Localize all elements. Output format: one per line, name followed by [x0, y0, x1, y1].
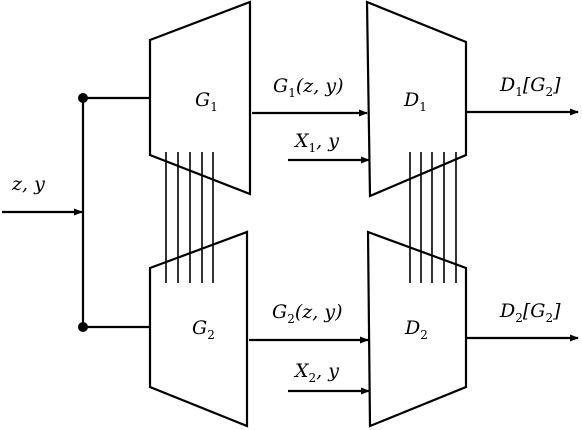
generator-2-label: G2 — [192, 317, 215, 342]
input-label: z, y — [11, 173, 45, 195]
discriminator-1-block — [365, 0, 468, 198]
generator-2-block — [148, 230, 249, 428]
d1-real-input-label: X1, y — [293, 130, 339, 155]
discriminator-1-label: D1 — [403, 89, 427, 114]
discriminator-2-block — [366, 230, 468, 428]
generator-1-block — [148, 0, 252, 196]
d1-output-label: D1[G2] — [499, 74, 561, 99]
generator-shared-weights — [165, 152, 214, 283]
d2-real-input-label: X2, y — [293, 360, 339, 385]
discriminator-2-label: D2 — [404, 317, 428, 342]
g1-output-label: G1(z, y) — [273, 75, 343, 100]
g2-output-label: G2(z, y) — [272, 301, 342, 326]
discriminator-shared-weights — [409, 152, 457, 283]
generator-1-label: G1 — [195, 89, 218, 114]
d2-output-label: D2[G2] — [499, 300, 561, 325]
